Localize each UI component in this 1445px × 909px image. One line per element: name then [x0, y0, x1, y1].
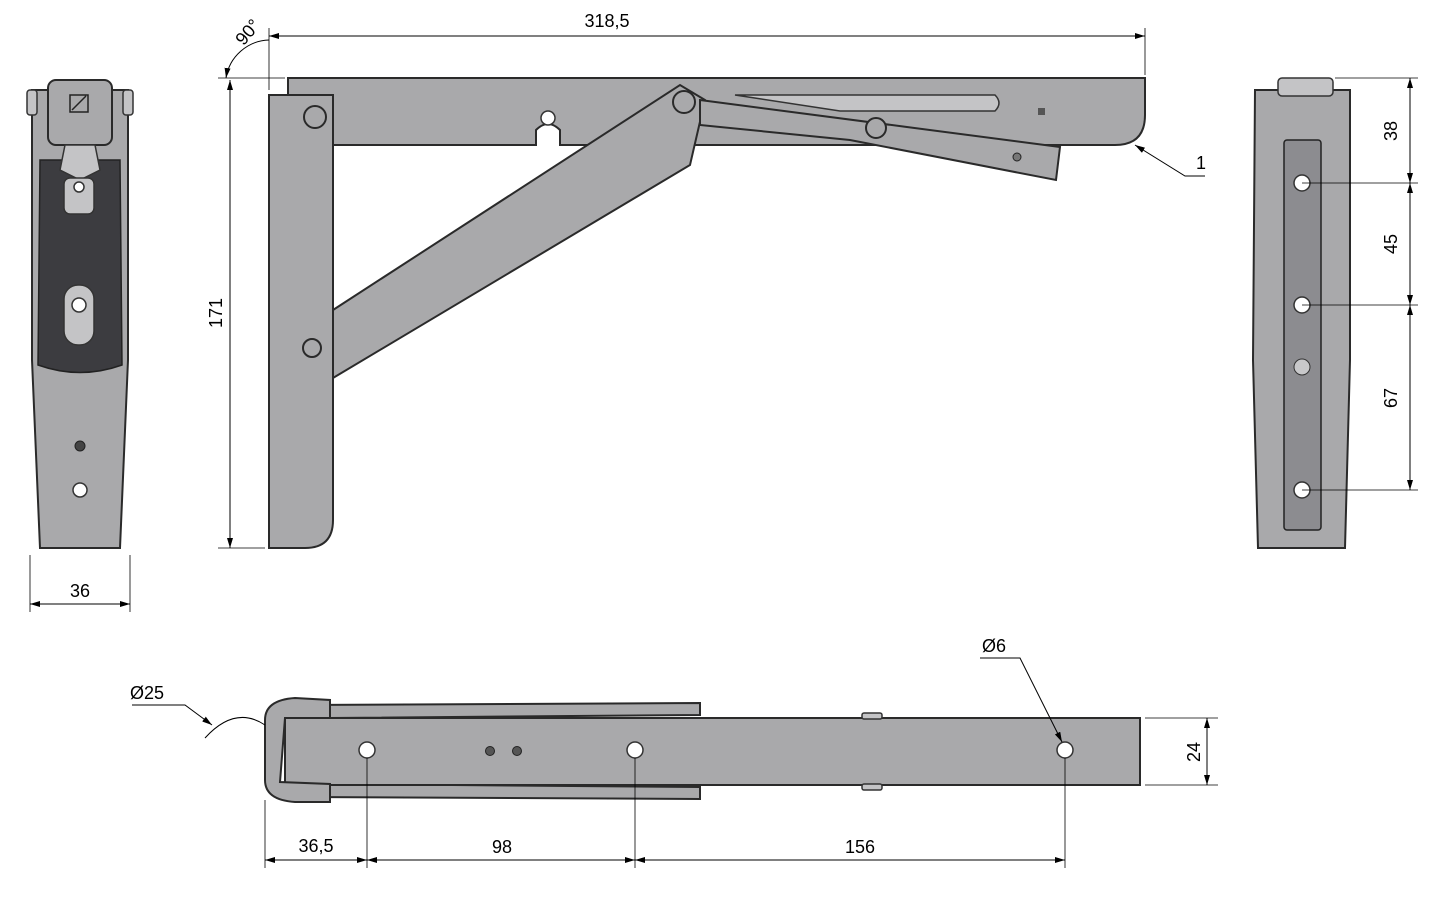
dim-thickness: 24: [1184, 742, 1204, 762]
dim-front-width: 36: [70, 581, 90, 601]
callout-1: 1: [1196, 153, 1206, 173]
dim-height: 171: [206, 298, 226, 328]
dim-first-hole: 36,5: [298, 836, 333, 856]
rear-view: [1251, 77, 1351, 549]
dim-hole-45: 45: [1381, 234, 1401, 254]
dim-hole-38: 38: [1381, 121, 1401, 141]
dim-hinge-diameter: Ø25: [130, 683, 164, 703]
front-view: [26, 79, 134, 549]
dim-angle: 90°: [231, 15, 264, 49]
folded-view: [264, 696, 1141, 803]
dim-overall-length: 318,5: [584, 11, 629, 31]
dim-spacing-98: 98: [492, 837, 512, 857]
dim-hole-67: 67: [1381, 388, 1401, 408]
dim-hole-diameter: Ø6: [982, 636, 1006, 656]
side-view: [268, 77, 1146, 549]
dim-spacing-156: 156: [845, 837, 875, 857]
